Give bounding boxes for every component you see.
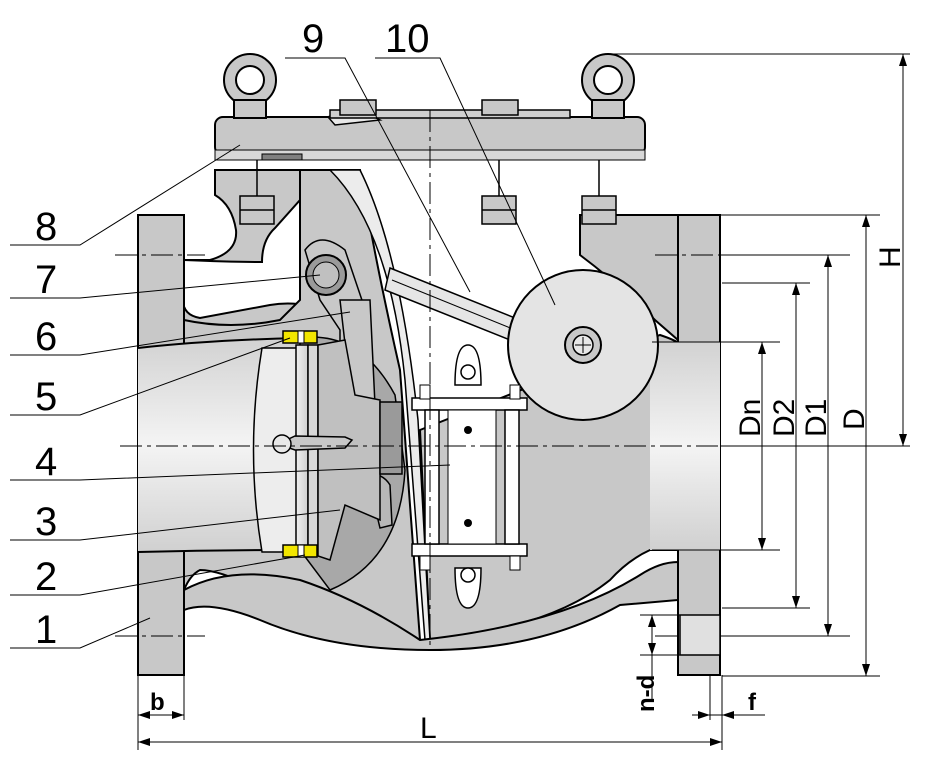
- dim-label-Dn: Dn: [734, 399, 767, 437]
- side-cover-frame: [411, 344, 528, 609]
- dim-label-nd: n-d: [633, 675, 660, 712]
- center-lines: [115, 110, 880, 650]
- dim-label-b: b: [150, 689, 165, 716]
- lifting-eye-right: [581, 53, 635, 119]
- part-label-5: 5: [35, 375, 57, 419]
- dim-label-f: f: [748, 689, 757, 716]
- dim-label-D: D: [838, 408, 871, 430]
- disc-seat-assembly: [252, 330, 403, 561]
- part-label-6: 6: [35, 315, 57, 359]
- part-label-7: 7: [35, 258, 57, 302]
- counterweight-lever: [384, 266, 659, 421]
- dimension-lines: [137, 53, 910, 750]
- part-label-4: 4: [35, 440, 57, 484]
- part-labels: 1 2 3 4 5 6 7 8 9 10: [35, 17, 430, 652]
- part-label-9: 9: [302, 17, 324, 61]
- dim-label-H: H: [874, 246, 907, 268]
- dim-label-L: L: [420, 712, 437, 745]
- part-label-8: 8: [35, 205, 57, 249]
- part-label-2: 2: [35, 555, 57, 599]
- part-label-10: 10: [385, 17, 430, 61]
- dim-label-D1: D1: [800, 399, 833, 437]
- part-label-3: 3: [35, 500, 57, 544]
- flange-bolt-hole: [679, 614, 721, 656]
- lifting-eye-left: [223, 53, 277, 119]
- dim-label-D2: D2: [768, 399, 801, 437]
- part-label-1: 1: [35, 608, 57, 652]
- dimension-labels: b L f n-d Dn D2 D1 D H: [150, 246, 907, 745]
- leader-lines: [10, 57, 556, 649]
- dimension-arrows: [138, 54, 907, 746]
